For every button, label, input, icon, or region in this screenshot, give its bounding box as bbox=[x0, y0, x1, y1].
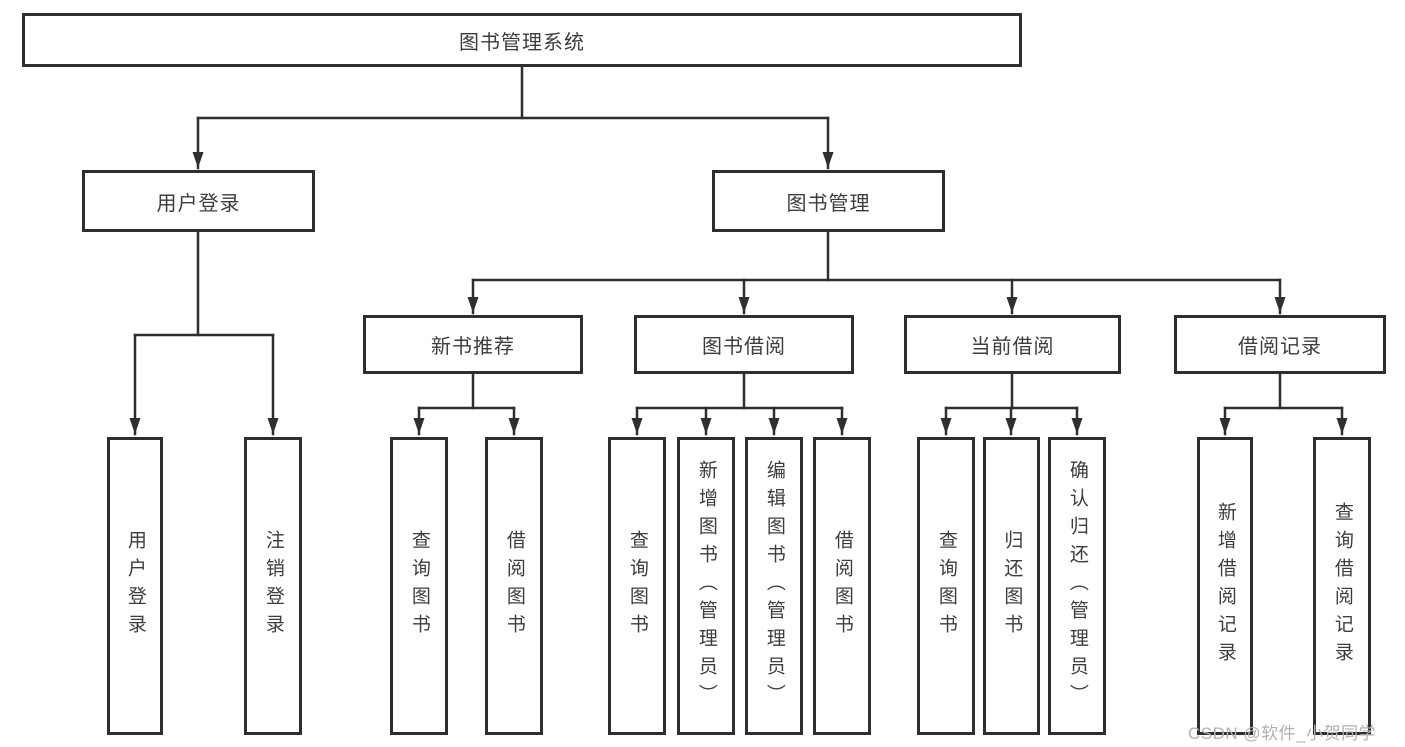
node-book-management-label: 图书管理 bbox=[786, 192, 871, 215]
leaf-current-return-book: 归还图书 bbox=[983, 437, 1040, 735]
leaf-newbook-borrow-books-label: 借阅图书 bbox=[503, 530, 525, 642]
leaf-record-query-borrow-record-label: 查询借阅记录 bbox=[1331, 502, 1353, 670]
node-borrow-records: 借阅记录 bbox=[1174, 315, 1386, 374]
leaf-record-query-borrow-record: 查询借阅记录 bbox=[1313, 437, 1371, 735]
leaf-user-login: 用户登录 bbox=[107, 437, 163, 735]
node-current-borrow: 当前借阅 bbox=[904, 315, 1121, 374]
leaf-current-confirm-return-admin-label: 确认归还（管理员） bbox=[1066, 460, 1088, 712]
node-user-login: 用户登录 bbox=[82, 170, 315, 232]
leaf-logout: 注销登录 bbox=[244, 437, 302, 735]
leaf-current-return-book-label: 归还图书 bbox=[1001, 530, 1023, 642]
leaf-record-add-borrow-record: 新增借阅记录 bbox=[1197, 437, 1253, 735]
leaf-borrow-add-book-admin-label: 新增图书（管理员） bbox=[695, 460, 717, 712]
node-root: 图书管理系统 bbox=[22, 13, 1022, 67]
leaf-newbook-query-books-label: 查询图书 bbox=[408, 530, 430, 642]
leaf-borrow-edit-book-admin-label: 编辑图书（管理员） bbox=[763, 460, 785, 712]
csdn-watermark: CSDN @软件_小贺同学 bbox=[1188, 724, 1377, 743]
leaf-newbook-query-books: 查询图书 bbox=[390, 437, 448, 735]
leaf-current-query-books-label: 查询图书 bbox=[935, 530, 957, 642]
leaf-current-confirm-return-admin: 确认归还（管理员） bbox=[1048, 437, 1106, 735]
node-new-book-recommend-label: 新书推荐 bbox=[431, 336, 515, 358]
leaf-logout-label: 注销登录 bbox=[262, 530, 284, 642]
node-root-label: 图书管理系统 bbox=[459, 31, 585, 54]
node-user-login-label: 用户登录 bbox=[156, 192, 241, 215]
leaf-borrow-borrow-books: 借阅图书 bbox=[813, 437, 871, 735]
leaf-record-add-borrow-record-label: 新增借阅记录 bbox=[1214, 502, 1236, 670]
leaf-newbook-borrow-books: 借阅图书 bbox=[485, 437, 543, 735]
leaf-borrow-query-books: 查询图书 bbox=[608, 437, 666, 735]
node-book-management: 图书管理 bbox=[712, 170, 945, 232]
leaf-current-query-books: 查询图书 bbox=[917, 437, 975, 735]
node-book-borrow-label: 图书借阅 bbox=[702, 336, 786, 358]
leaf-borrow-query-books-label: 查询图书 bbox=[626, 530, 648, 642]
leaf-borrow-edit-book-admin: 编辑图书（管理员） bbox=[745, 437, 803, 735]
leaf-borrow-add-book-admin: 新增图书（管理员） bbox=[677, 437, 735, 735]
leaf-borrow-borrow-books-label: 借阅图书 bbox=[831, 530, 853, 642]
leaf-user-login-label: 用户登录 bbox=[124, 530, 146, 642]
node-new-book-recommend: 新书推荐 bbox=[363, 315, 583, 374]
node-book-borrow: 图书借阅 bbox=[634, 315, 854, 374]
node-current-borrow-label: 当前借阅 bbox=[970, 336, 1055, 358]
node-borrow-records-label: 借阅记录 bbox=[1238, 336, 1322, 358]
